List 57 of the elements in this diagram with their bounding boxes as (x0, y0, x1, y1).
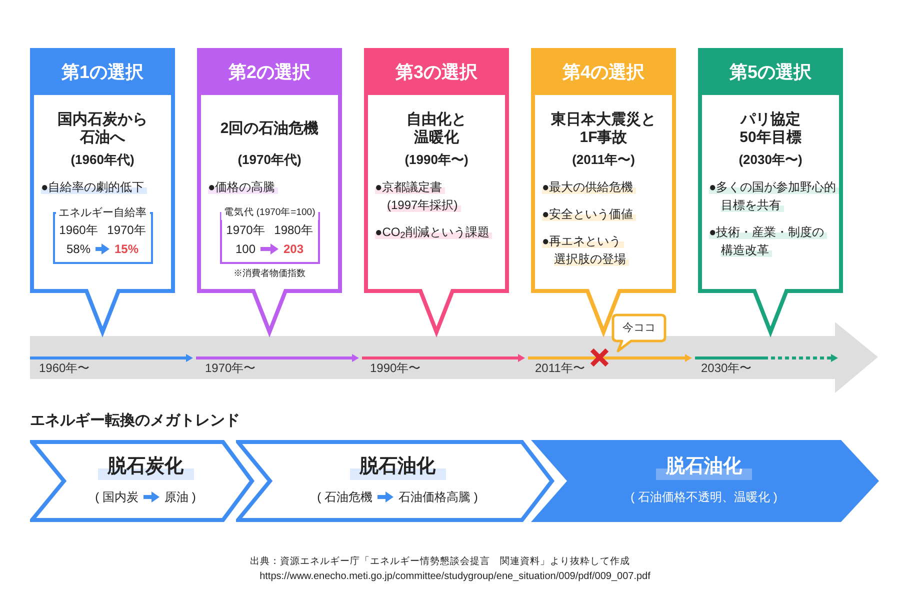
year-label: 1990年〜 (370, 361, 421, 375)
card-title: 2回の石油危機 (220, 120, 319, 138)
value-text: 203 (283, 242, 304, 256)
trend-item-text: ( 石油危機 (317, 489, 372, 505)
trend-item-text: ( 国内炭 (95, 489, 138, 505)
chevron-arrow (531, 440, 879, 522)
year-label: 1960年〜 (39, 361, 90, 375)
card-title: 自由化と温暖化 (406, 111, 468, 147)
source-url: https://www.enecho.meti.go.jp/committee/studygroup/ene_situation/009/pdf/009_007.pdf (260, 570, 650, 583)
chevron-arrow (236, 440, 555, 522)
box-heading: エネルギー自給率 (56, 206, 150, 220)
arrow (144, 492, 160, 502)
card-heading: 第5の選択 (729, 60, 812, 82)
arrow (260, 244, 278, 254)
bullet-text: ●最大の供給危機 (542, 180, 636, 194)
year-text: 1970年 (226, 223, 265, 237)
timeline-band (30, 320, 880, 394)
year-label: 2011年〜 (535, 361, 585, 375)
box-heading: 電気代 (1970年=100) (220, 206, 318, 220)
period-text: (2011年〜) (572, 152, 635, 168)
year-label: 1970年〜 (205, 361, 256, 375)
trend-item-text: 原油 ) (164, 489, 196, 505)
card-title: 国内石炭から石油へ (56, 111, 148, 147)
value-text: 58% (66, 242, 91, 256)
arrow (96, 244, 110, 254)
period-text: (2030年〜) (738, 152, 802, 168)
bullet-text: ●安全という価値 (542, 207, 636, 221)
section-title: エネルギー転換のメガトレンド (30, 411, 240, 431)
card-title: パリ協定50年目標 (738, 111, 802, 147)
period-text: (1970年代) (238, 152, 302, 168)
value-text: 100 (235, 242, 256, 256)
year-text: 1980年 (274, 223, 313, 237)
period-text: (1990年〜) (404, 152, 468, 168)
bubble-text: 今ココ (622, 321, 656, 335)
value-text: 15% (114, 242, 139, 256)
trend-heading: 脱石油化 (350, 454, 446, 480)
trend-heading: 脱石油化 (656, 454, 752, 480)
card-heading: 第3の選択 (395, 60, 478, 82)
card-heading: 第1の選択 (61, 60, 144, 82)
arrow (378, 492, 394, 502)
bullet-text: ●CO$_{2}$削減という課題 (375, 225, 492, 239)
speech-bubble (611, 313, 667, 353)
card-title: 東日本大震災と1F事故 (550, 111, 657, 147)
source-note: 出典：資源エネルギー庁「エネルギー情勢懇談会提言 関連資料」より抜粋して作成 (250, 555, 630, 568)
trend-subtitle: ( 石油価格不透明、温暖化 ) (630, 489, 778, 505)
footnote-text: ※消費者物価指数 (234, 268, 306, 279)
card-heading: 第2の選択 (228, 60, 310, 82)
trend-item-text: 石油価格高騰 ) (398, 489, 478, 505)
bullet-text: ●自給率の劇的低下 (41, 180, 148, 194)
year-text: 1960年 (59, 223, 98, 237)
bullet-text: ●価格の高騰 (208, 180, 278, 194)
trend-heading: 脱石炭化 (98, 454, 194, 480)
year-text: 1970年 (107, 223, 146, 237)
period-text: (1960年代) (70, 152, 134, 168)
card-heading: 第4の選択 (562, 60, 644, 82)
chevron-arrow (30, 440, 255, 522)
year-label: 2030年〜 (701, 361, 752, 375)
